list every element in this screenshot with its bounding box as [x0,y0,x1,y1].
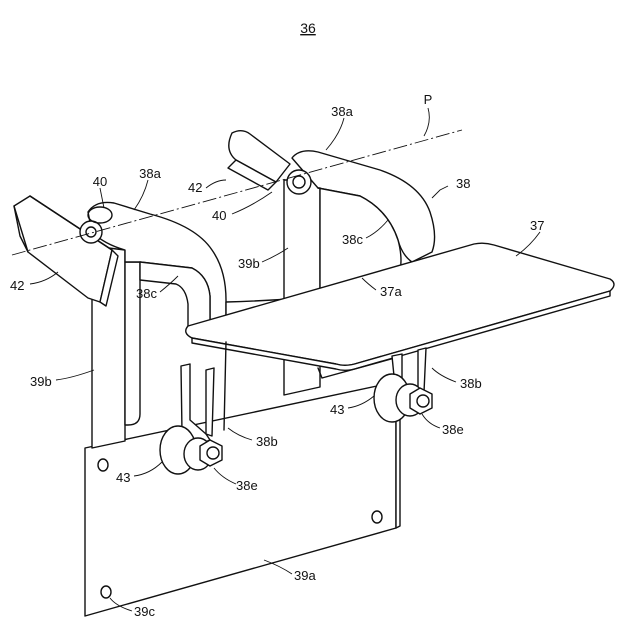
label-p: P [424,92,433,107]
leader-38a-left [134,180,148,210]
label-38a-right: 38a [331,104,353,119]
left-clamp-tab [206,368,214,436]
leader-38b-right [432,368,456,382]
leader-42-left [30,272,58,284]
label-38c-left: 38c [136,286,157,301]
leader-39b-left [56,370,94,380]
label-42-left: 42 [10,278,24,293]
leader-38 [432,186,448,198]
label-43-left: 43 [116,470,130,485]
leader-42-mid [206,180,226,188]
label-38a-left: 38a [139,166,161,181]
label-38c-right: 38c [342,232,363,247]
leader-38a-right [326,118,344,150]
right-clamp-tab [418,348,426,392]
label-38e-left: 38e [236,478,258,493]
label-38b-right: 38b [460,376,482,391]
label-37: 37 [530,218,544,233]
label-40-mid: 40 [212,208,226,223]
leader-p [424,108,429,136]
label-42-mid: 42 [188,180,202,195]
right-bolt-end [417,395,429,407]
label-40-left: 40 [93,174,107,189]
left-bolt-end [207,447,219,459]
label-39c: 39c [134,604,155,619]
label-43-right: 43 [330,402,344,417]
leader-38e-right [422,414,440,428]
right-pin-40-core [293,176,305,188]
figure-number: 36 [300,20,316,36]
label-39a: 39a [294,568,316,583]
label-39b-left: 39b [30,374,52,389]
label-38e-right: 38e [442,422,464,437]
leader-40-mid [232,192,272,214]
label-37a: 37a [380,284,402,299]
label-38: 38 [456,176,470,191]
left-pin-40-core [86,227,96,237]
label-38b-left: 38b [256,434,278,449]
label-39b-mid: 39b [238,256,260,271]
